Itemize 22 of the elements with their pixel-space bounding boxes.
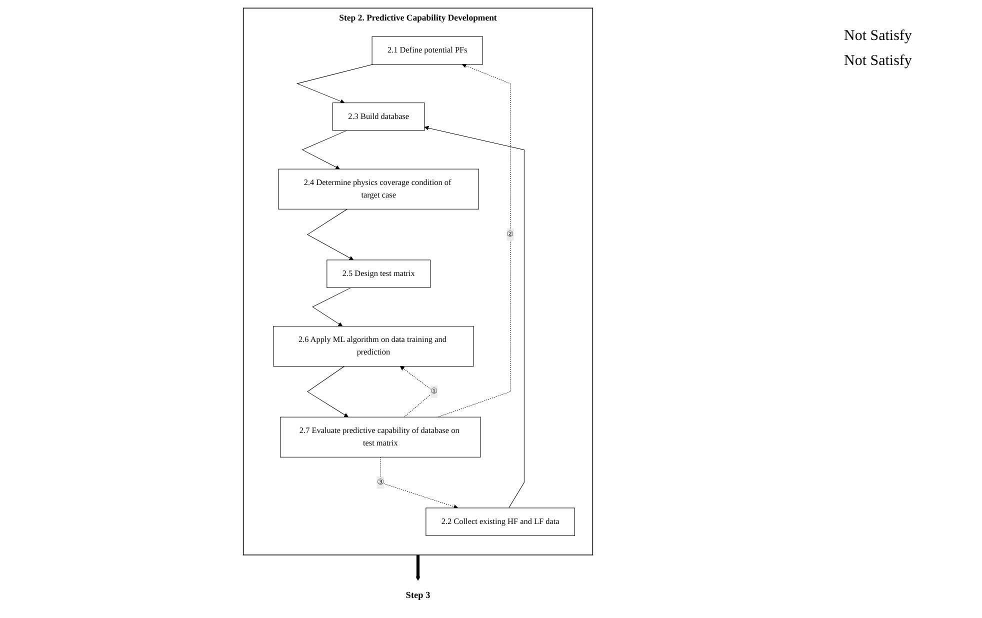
edge-label: ③ bbox=[376, 478, 384, 487]
note-label: Not Satisfy bbox=[844, 53, 913, 70]
arrow bbox=[424, 126, 524, 508]
arrow bbox=[380, 456, 458, 509]
node-box: 2.6 Apply ML algorithm on data training and prediction bbox=[273, 326, 474, 366]
arrow bbox=[307, 366, 348, 418]
edge-label: ② bbox=[506, 230, 514, 239]
node-box: 2.1 Define potential PFs bbox=[372, 36, 483, 65]
arrow bbox=[437, 64, 511, 418]
node-box: 2.4 Determine physics coverage condition of target case bbox=[278, 168, 479, 210]
note-label: Not Satisfy bbox=[844, 28, 913, 45]
node-box: 2.2 Collect existing HF and LF data bbox=[426, 508, 575, 536]
arrow bbox=[416, 554, 420, 581]
arrow bbox=[306, 208, 354, 260]
arrow bbox=[302, 130, 347, 170]
arrow bbox=[296, 64, 374, 104]
edge-label: ① bbox=[430, 387, 438, 396]
node-box: 2.7 Evaluate predictive capability of database on test matrix bbox=[280, 416, 481, 458]
node-box: 2.5 Design test matrix bbox=[326, 260, 431, 288]
arrow bbox=[312, 287, 352, 326]
node-box: 2.3 Build database bbox=[332, 102, 425, 131]
node-text: Step 3 bbox=[406, 590, 430, 600]
